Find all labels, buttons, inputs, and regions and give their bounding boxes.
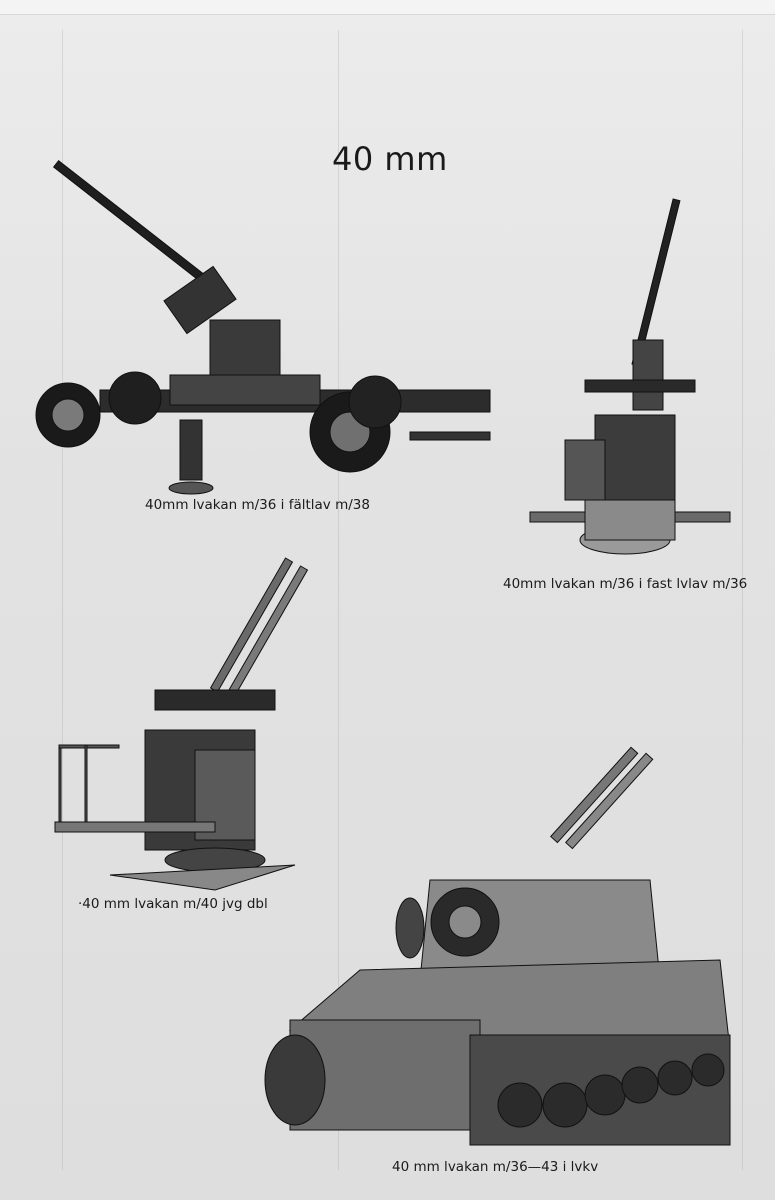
photo-caption: ·40 mm lvakan m/40 jvg dbl — [78, 896, 268, 912]
twin-anti-aircraft-gun-photo — [54, 557, 309, 891]
towed-anti-aircraft-gun-photo — [35, 159, 491, 495]
photo-caption: 40mm lvakan m/36 i fältlav m/38 — [145, 497, 370, 513]
page-title: 40 mm — [332, 140, 448, 178]
anti-aircraft-tank-photo — [264, 746, 731, 1146]
film-edge — [0, 0, 775, 15]
photo-caption: 40 mm lvakan m/36—43 i lvkv — [392, 1159, 599, 1175]
scratch-line — [742, 30, 743, 1170]
scratch-line — [62, 30, 63, 1170]
scratch-line — [338, 30, 339, 1170]
fixed-mount-anti-aircraft-gun-photo — [529, 198, 731, 555]
photo-caption: 40mm lvakan m/36 i fast lvlav m/36 — [503, 576, 748, 592]
